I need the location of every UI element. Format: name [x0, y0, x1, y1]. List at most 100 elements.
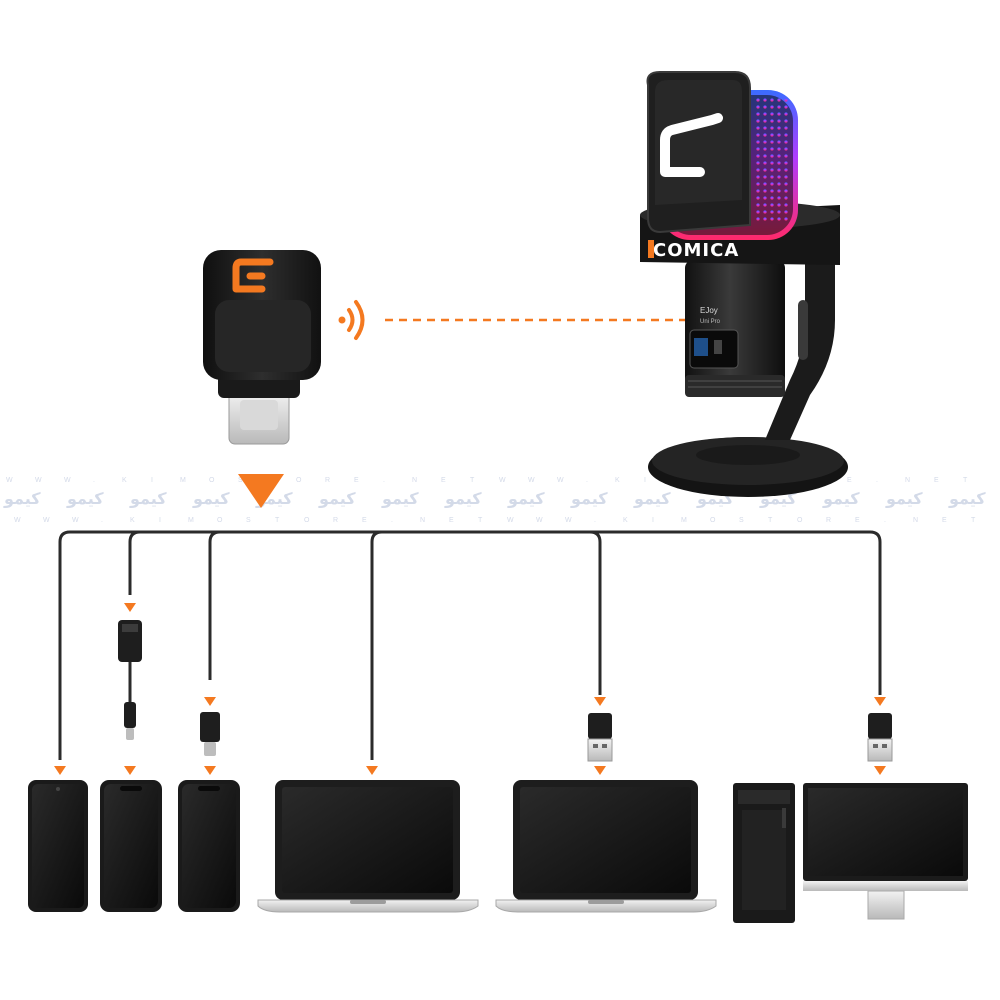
mic-grill-dot	[777, 217, 781, 221]
mic-grill-dot	[763, 126, 767, 130]
mic-grill-dot	[777, 98, 781, 102]
mic-grill-dot	[770, 126, 774, 130]
watermark-url-letter: R	[325, 477, 330, 484]
watermark-url-letter: .	[884, 517, 886, 524]
mic-grill-dot	[784, 140, 788, 144]
watermark-url-letter: W	[528, 477, 535, 484]
mic-grill-dot	[763, 105, 767, 109]
mic-grill-dot	[784, 154, 788, 158]
watermark-url-letter: W	[557, 477, 564, 484]
mic-grill-dot	[784, 175, 788, 179]
mic-grill-dot	[756, 210, 760, 214]
mic-grill-dot	[763, 182, 767, 186]
phone-iphone	[178, 780, 240, 912]
watermark-url-letter: T	[768, 517, 773, 524]
mic-grill-dot	[777, 175, 781, 179]
watermark-url-letter: E	[855, 517, 860, 524]
mic-grill-dot	[777, 210, 781, 214]
microphone: EJoy Uni Pro COMICA	[640, 71, 848, 497]
mic-grill-dot	[756, 112, 760, 116]
watermark-url-letter: I	[151, 477, 153, 484]
mic-grill-dot	[770, 203, 774, 207]
watermark-url-letter: K	[615, 477, 620, 484]
watermark-url-letter: E	[847, 477, 852, 484]
watermark-word: کیمو	[444, 489, 482, 508]
mic-grill-dot	[784, 182, 788, 186]
watermark-url-letter: .	[876, 477, 878, 484]
mic-grill-dot	[770, 189, 774, 193]
mic-grill-dot	[770, 133, 774, 137]
watermark-url-letter: W	[565, 517, 572, 524]
watermark-url-letter: .	[383, 477, 385, 484]
cable-tree	[58, 530, 882, 760]
mic-grill-dot	[784, 98, 788, 102]
watermark-url-letter: .	[391, 517, 393, 524]
watermark-url-letter: R	[826, 517, 831, 524]
mic-grill-dot	[763, 217, 767, 221]
mic-grill-dot	[756, 119, 760, 123]
receiver-dongle	[203, 250, 321, 445]
receiver-logo-icon	[232, 258, 266, 293]
mic-grill-dot	[763, 133, 767, 137]
mic-grill-dot	[756, 203, 760, 207]
mic-grill-dot	[777, 147, 781, 151]
watermark-url-letter: N	[913, 517, 918, 524]
watermark-url-letter: O	[209, 477, 215, 484]
mic-grill-dot	[763, 189, 767, 193]
mic-grill-dot	[756, 161, 760, 165]
laptop-usb-a	[495, 780, 717, 913]
desktop-monitor	[803, 783, 968, 920]
mic-grill-dot	[756, 175, 760, 179]
mic-grill-dot	[770, 140, 774, 144]
mic-grill-dot	[777, 189, 781, 193]
mic-grill-dot	[777, 196, 781, 200]
mic-grill-dot	[784, 126, 788, 130]
mic-grill-dot	[777, 203, 781, 207]
watermark-url-letter: M	[681, 517, 687, 524]
watermark-url-letter: W	[536, 517, 543, 524]
mic-grill	[756, 98, 788, 221]
watermark-url-letter: T	[963, 477, 968, 484]
mic-grill-dot	[784, 119, 788, 123]
mic-grill-dot	[763, 175, 767, 179]
mic-grill-dot	[777, 161, 781, 165]
mic-grill-dot	[763, 112, 767, 116]
mic-grill-dot	[784, 168, 788, 172]
watermark-url-letter: W	[72, 517, 79, 524]
phone-iphone	[100, 780, 162, 912]
watermark-url-letter: N	[420, 517, 425, 524]
mic-grill-dot	[770, 196, 774, 200]
watermark-url-letter: W	[6, 477, 13, 484]
desktop-tower	[733, 783, 795, 923]
mic-grill-dot	[770, 147, 774, 151]
watermark-url-letter: O	[710, 517, 716, 524]
watermark-url-letter: M	[180, 477, 186, 484]
mic-grill-dot	[763, 196, 767, 200]
mic-grill-dot	[777, 133, 781, 137]
mic-grill-dot	[770, 119, 774, 123]
phone-android	[28, 780, 88, 912]
watermark-word: کیمو	[570, 489, 608, 508]
mic-model-line-1: EJoy	[700, 306, 718, 315]
mic-grill-dot	[770, 161, 774, 165]
watermark-url-letter: T	[971, 517, 976, 524]
watermark-word: کیمو	[192, 489, 230, 508]
mic-grill-dot	[784, 210, 788, 214]
mic-grill-dot	[784, 147, 788, 151]
mic-grill-dot	[784, 112, 788, 116]
mic-grill-dot	[763, 154, 767, 158]
mic-grill-dot	[784, 133, 788, 137]
watermark-url-letter: T	[478, 517, 483, 524]
watermark-word: کیمو	[948, 489, 986, 508]
watermark-url-letter: R	[333, 517, 338, 524]
watermark-url-letter: E	[362, 517, 367, 524]
mic-grill-dot	[770, 105, 774, 109]
watermark-url-letter: K	[623, 517, 628, 524]
watermark-word: کیمو	[129, 489, 167, 508]
mic-brand-label: COMICA	[653, 240, 739, 261]
mic-grill-dot	[756, 140, 760, 144]
watermark-url-letter: E	[441, 477, 446, 484]
watermark-url-letter: .	[101, 517, 103, 524]
